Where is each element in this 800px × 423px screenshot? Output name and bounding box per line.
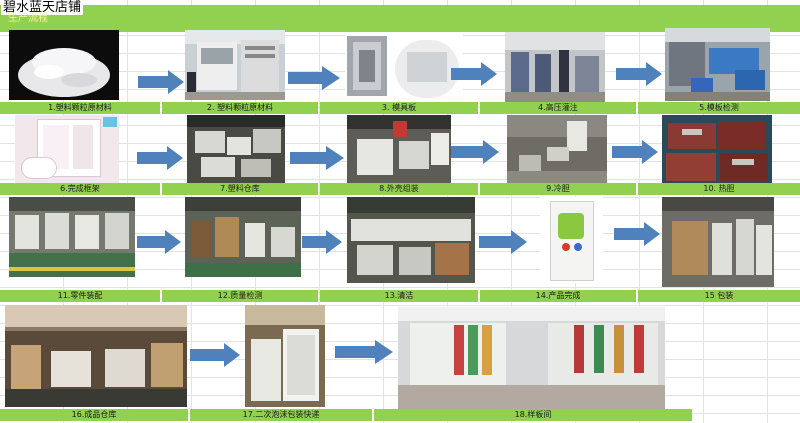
photo-foam-packaging-express [245,305,325,407]
arrow-right-icon [451,140,499,164]
arrow-right-icon [614,222,660,246]
arrow-right-icon [612,140,658,164]
photo-finished-goods-warehouse [5,305,187,407]
photo-packaging [662,197,774,287]
step-label-9: 9.冷胆 [480,183,636,195]
step-label-4: 4.高压灌注 [480,102,636,114]
arrow-right-icon [137,146,183,170]
step-label-8: 8.外壳组装 [320,183,478,195]
step-label-2: 2. 塑料颗粒原材料 [162,102,318,114]
photo-mold-plate [345,32,463,102]
process-title: 生产流程 [8,13,48,24]
photo-quality-inspection [185,197,301,277]
step-label-3: 3. 模具板 [320,102,478,114]
arrow-right-icon [290,146,344,170]
arrow-right-icon [138,70,184,94]
step-label-5: 5.模板检测 [638,102,800,114]
photo-showroom [398,307,665,409]
step-label-1: 1.塑料颗粒原材料 [0,102,160,114]
photo-plastic-warehouse [187,115,285,183]
step-label-7: 7.塑料仓库 [162,183,318,195]
photo-high-pressure-injection [505,32,605,102]
arrow-right-icon [479,230,527,254]
photo-finished-frame [15,115,119,183]
photo-parts-assembly [9,197,135,277]
arrow-right-icon [137,230,181,254]
step-label-13: 13.清洁 [320,290,478,302]
photo-shell-assembly [347,115,451,183]
step-label-6: 6.完成框架 [0,183,160,195]
step-label-15: 15 包装 [638,290,800,302]
arrow-right-icon [190,343,240,367]
step-label-17: 17.二次泡沫包装快递 [190,409,372,421]
photo-plastic-pellets [9,30,119,100]
arrow-right-icon [302,230,342,254]
step-label-18: 18.样板间 [374,409,692,421]
shop-name: 碧水蓝天店铺 [1,0,84,15]
arrow-right-icon [335,340,393,364]
photo-cold-tank [507,115,607,183]
step-label-14: 14.产品完成 [480,290,636,302]
photo-product-complete [540,197,603,283]
step-label-16: 16.成品仓库 [0,409,188,421]
header-bar [0,5,800,32]
arrow-right-icon [616,62,662,86]
arrow-right-icon [451,62,497,86]
photo-factory-exterior [185,30,285,100]
step-label-11: 11.零件装配 [0,290,160,302]
photo-hot-tank [662,115,772,185]
photo-template-inspection [665,28,770,101]
step-label-10: 10. 热胆 [638,183,800,195]
arrow-right-icon [288,66,340,90]
photo-cleaning [347,197,475,283]
step-label-12: 12.质量检测 [162,290,318,302]
